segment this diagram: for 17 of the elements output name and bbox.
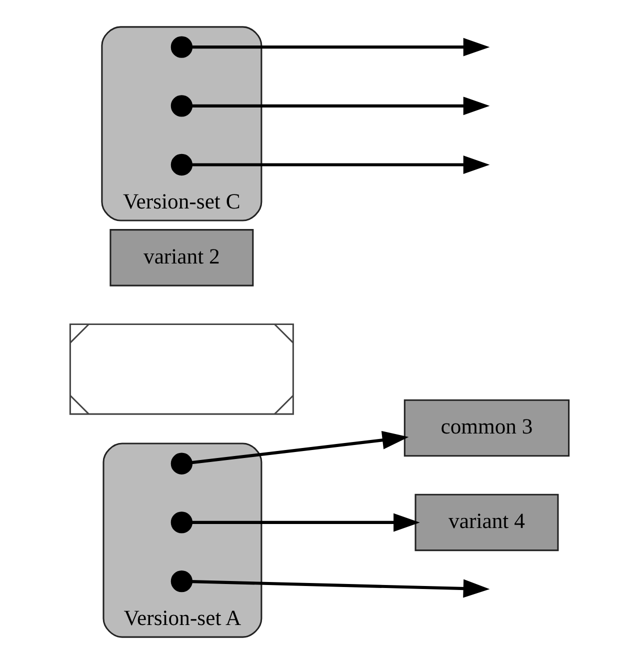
- node-box: variant 4: [414, 494, 558, 552]
- arrow: [191, 156, 490, 174]
- cluster: Version-set A: [102, 442, 262, 638]
- arrow: [191, 513, 420, 532]
- arrow: [191, 579, 490, 598]
- node-circle: [170, 154, 192, 176]
- arrow: [191, 96, 490, 116]
- node-circle: [170, 570, 192, 592]
- node-circle: [170, 452, 192, 474]
- node-circle: [170, 95, 192, 117]
- node-circle: [170, 36, 192, 58]
- arrow: [191, 430, 408, 464]
- node-box: common 3: [403, 399, 570, 457]
- node-box: variant 2: [109, 229, 254, 286]
- cluster: Version-set C: [100, 26, 262, 222]
- node-circle: [170, 512, 192, 534]
- arrow: [191, 38, 490, 56]
